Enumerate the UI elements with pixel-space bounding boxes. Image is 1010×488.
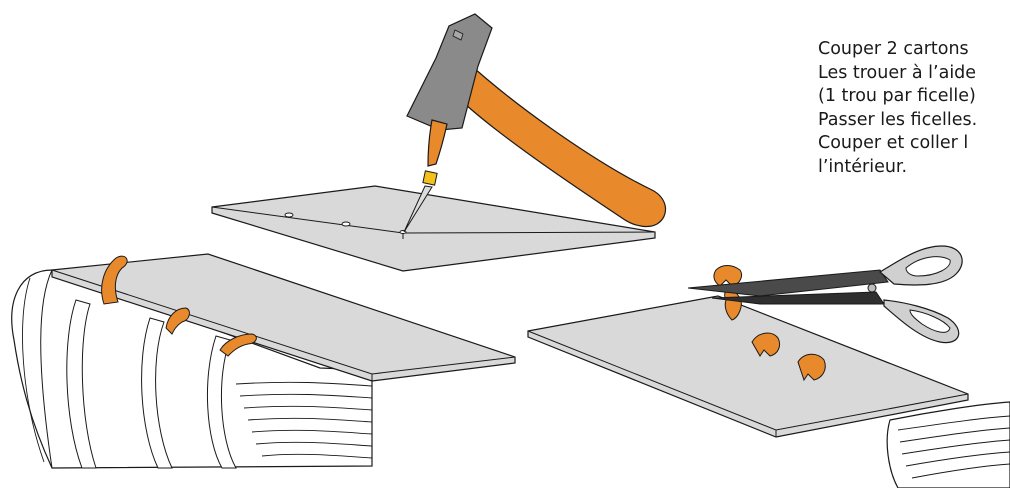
instruction-line: Les trouer à l’aide [818, 62, 1010, 86]
hole [342, 222, 350, 226]
left-book [12, 254, 515, 468]
instruction-line: Couper et coller l [818, 132, 1010, 156]
hole [285, 213, 293, 217]
instruction-line: l’intérieur. [818, 156, 1010, 180]
top-cover-board [212, 186, 655, 271]
instruction-line: Couper 2 cartons [818, 38, 1010, 62]
hammer-icon [407, 14, 666, 226]
instruction-line: (1 trou par ficelle) [818, 85, 1010, 109]
instruction-line: Passer les ficelles. [818, 109, 1010, 133]
instructions-text: Couper 2 cartons Les trouer à l’aide (1 … [818, 38, 1010, 179]
